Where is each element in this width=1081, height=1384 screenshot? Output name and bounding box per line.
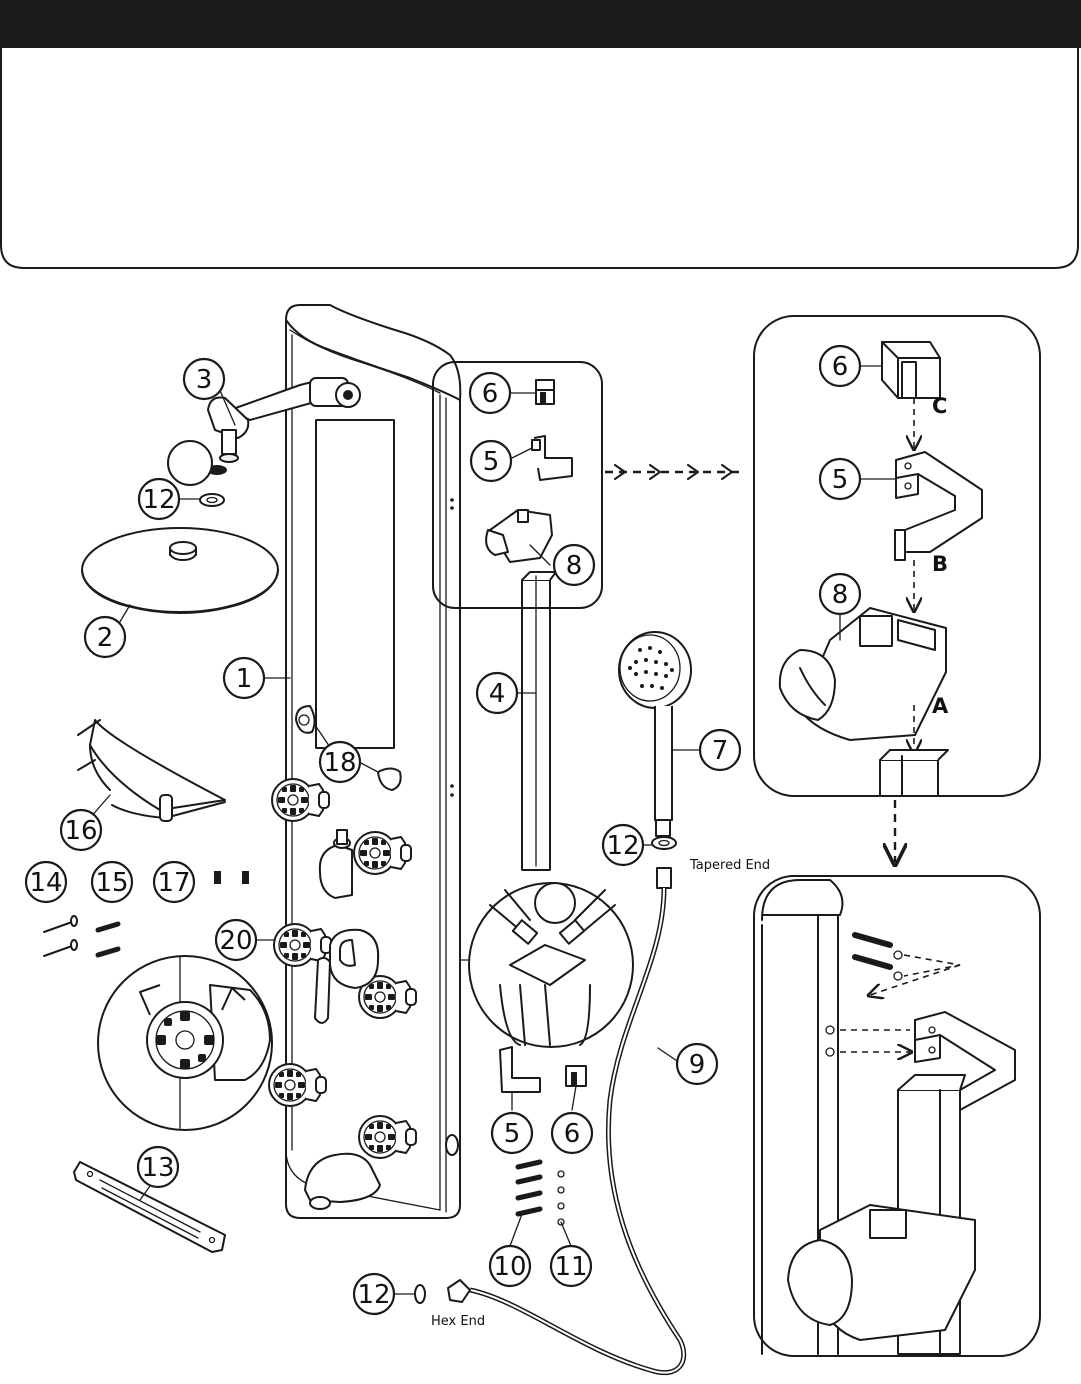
shower-arm (207, 377, 361, 475)
svg-text:12: 12 (606, 831, 639, 861)
slide-bracket-small (531, 435, 573, 481)
label-point-c: C (932, 394, 947, 418)
svg-text:12: 12 (357, 1280, 390, 1310)
svg-text:7: 7 (712, 736, 729, 766)
callout-10: 10 (488, 1244, 532, 1288)
corner-shelf (77, 719, 226, 822)
slider-holder-small (485, 509, 553, 563)
callout-8-top: 8 (552, 543, 596, 587)
callout-6-detail: 6 (818, 344, 862, 388)
jet-rotation-detail (97, 955, 273, 1131)
callout-15: 15 (90, 860, 134, 904)
washer-inset-circle (167, 440, 213, 486)
svg-text:5: 5 (483, 447, 500, 477)
svg-text:14: 14 (29, 868, 62, 898)
label-point-a: A (932, 694, 949, 718)
body-jet-2 (353, 831, 412, 875)
svg-text:20: 20 (219, 926, 252, 956)
washer-12-mid (651, 836, 677, 850)
svg-text:17: 17 (157, 868, 190, 898)
diverter-knob (318, 829, 353, 899)
anchor-set-15 (95, 921, 121, 958)
svg-text:18: 18 (323, 748, 356, 778)
svg-text:11: 11 (554, 1252, 587, 1282)
rain-showerhead (81, 527, 279, 614)
body-jet-6 (358, 1115, 417, 1159)
svg-text:2: 2 (97, 623, 114, 653)
mixing-valve (314, 928, 380, 1024)
callout-13: 13 (136, 1145, 180, 1189)
callout-7: 7 (698, 728, 742, 772)
screw-set-14 (43, 915, 78, 957)
callout-17: 17 (152, 860, 196, 904)
svg-text:3: 3 (196, 365, 213, 395)
svg-text:4: 4 (489, 679, 506, 709)
label-hex-end: Hex End (431, 1314, 485, 1329)
header-banner (0, 0, 1081, 269)
diverter-detail (468, 882, 634, 1048)
svg-text:5: 5 (504, 1119, 521, 1149)
body-jet-5 (268, 1063, 327, 1107)
svg-text:15: 15 (95, 868, 128, 898)
callout-14: 14 (24, 860, 68, 904)
svg-text:13: 13 (141, 1153, 174, 1183)
bracket-assembly-detail (753, 315, 1041, 797)
slide-bracket-bottom (499, 1046, 541, 1093)
callout-2: 2 (83, 615, 127, 659)
callout-18: 18 (318, 740, 362, 784)
hook-upper (295, 705, 316, 734)
callout-12-top: 12 (137, 477, 181, 521)
callout-12-bottom: 12 (352, 1272, 396, 1316)
bracket-group-frame (432, 361, 603, 609)
callout-8-detail: 8 (818, 572, 862, 616)
svg-text:10: 10 (493, 1252, 526, 1282)
callout-12-mid: 12 (601, 823, 645, 867)
install-detail (753, 875, 1041, 1357)
callout-16: 16 (59, 808, 103, 852)
callout-9: 9 (675, 1042, 719, 1086)
washer-12-top (199, 493, 225, 507)
washer-12-bottom (414, 1284, 426, 1304)
body-jet-1 (271, 778, 330, 822)
callout-5-top: 5 (469, 439, 513, 483)
svg-text:6: 6 (564, 1119, 581, 1149)
svg-text:5: 5 (832, 465, 849, 495)
callout-3: 3 (182, 357, 226, 401)
plugs-11 (557, 1170, 565, 1226)
svg-text:9: 9 (689, 1050, 706, 1080)
slide-bar (521, 571, 557, 871)
hand-shower (618, 631, 692, 837)
svg-text:12: 12 (142, 485, 175, 515)
tub-spout (304, 1152, 381, 1210)
callout-5-bottom: 5 (490, 1111, 534, 1155)
end-cap-small (535, 379, 555, 405)
wall-bracket (73, 1161, 226, 1253)
hook-lower (377, 767, 402, 791)
callout-6-top: 6 (468, 371, 512, 415)
svg-text:6: 6 (832, 352, 849, 382)
svg-text:8: 8 (566, 551, 583, 581)
callout-6-bottom: 6 (550, 1111, 594, 1155)
svg-text:1: 1 (236, 664, 253, 694)
svg-text:16: 16 (64, 816, 97, 846)
callout-20: 20 (214, 918, 258, 962)
callout-5-detail: 5 (818, 457, 862, 501)
callout-11: 11 (549, 1244, 593, 1288)
end-cap-bottom (565, 1065, 587, 1087)
svg-text:8: 8 (832, 580, 849, 610)
svg-text:6: 6 (482, 379, 499, 409)
label-point-b: B (932, 552, 948, 576)
callout-4: 4 (475, 671, 519, 715)
set-screw-17 (214, 871, 249, 884)
shower-hose (447, 867, 687, 1376)
screws-10 (515, 1159, 543, 1217)
label-tapered-end: Tapered End (689, 858, 770, 873)
callout-1: 1 (222, 656, 266, 700)
